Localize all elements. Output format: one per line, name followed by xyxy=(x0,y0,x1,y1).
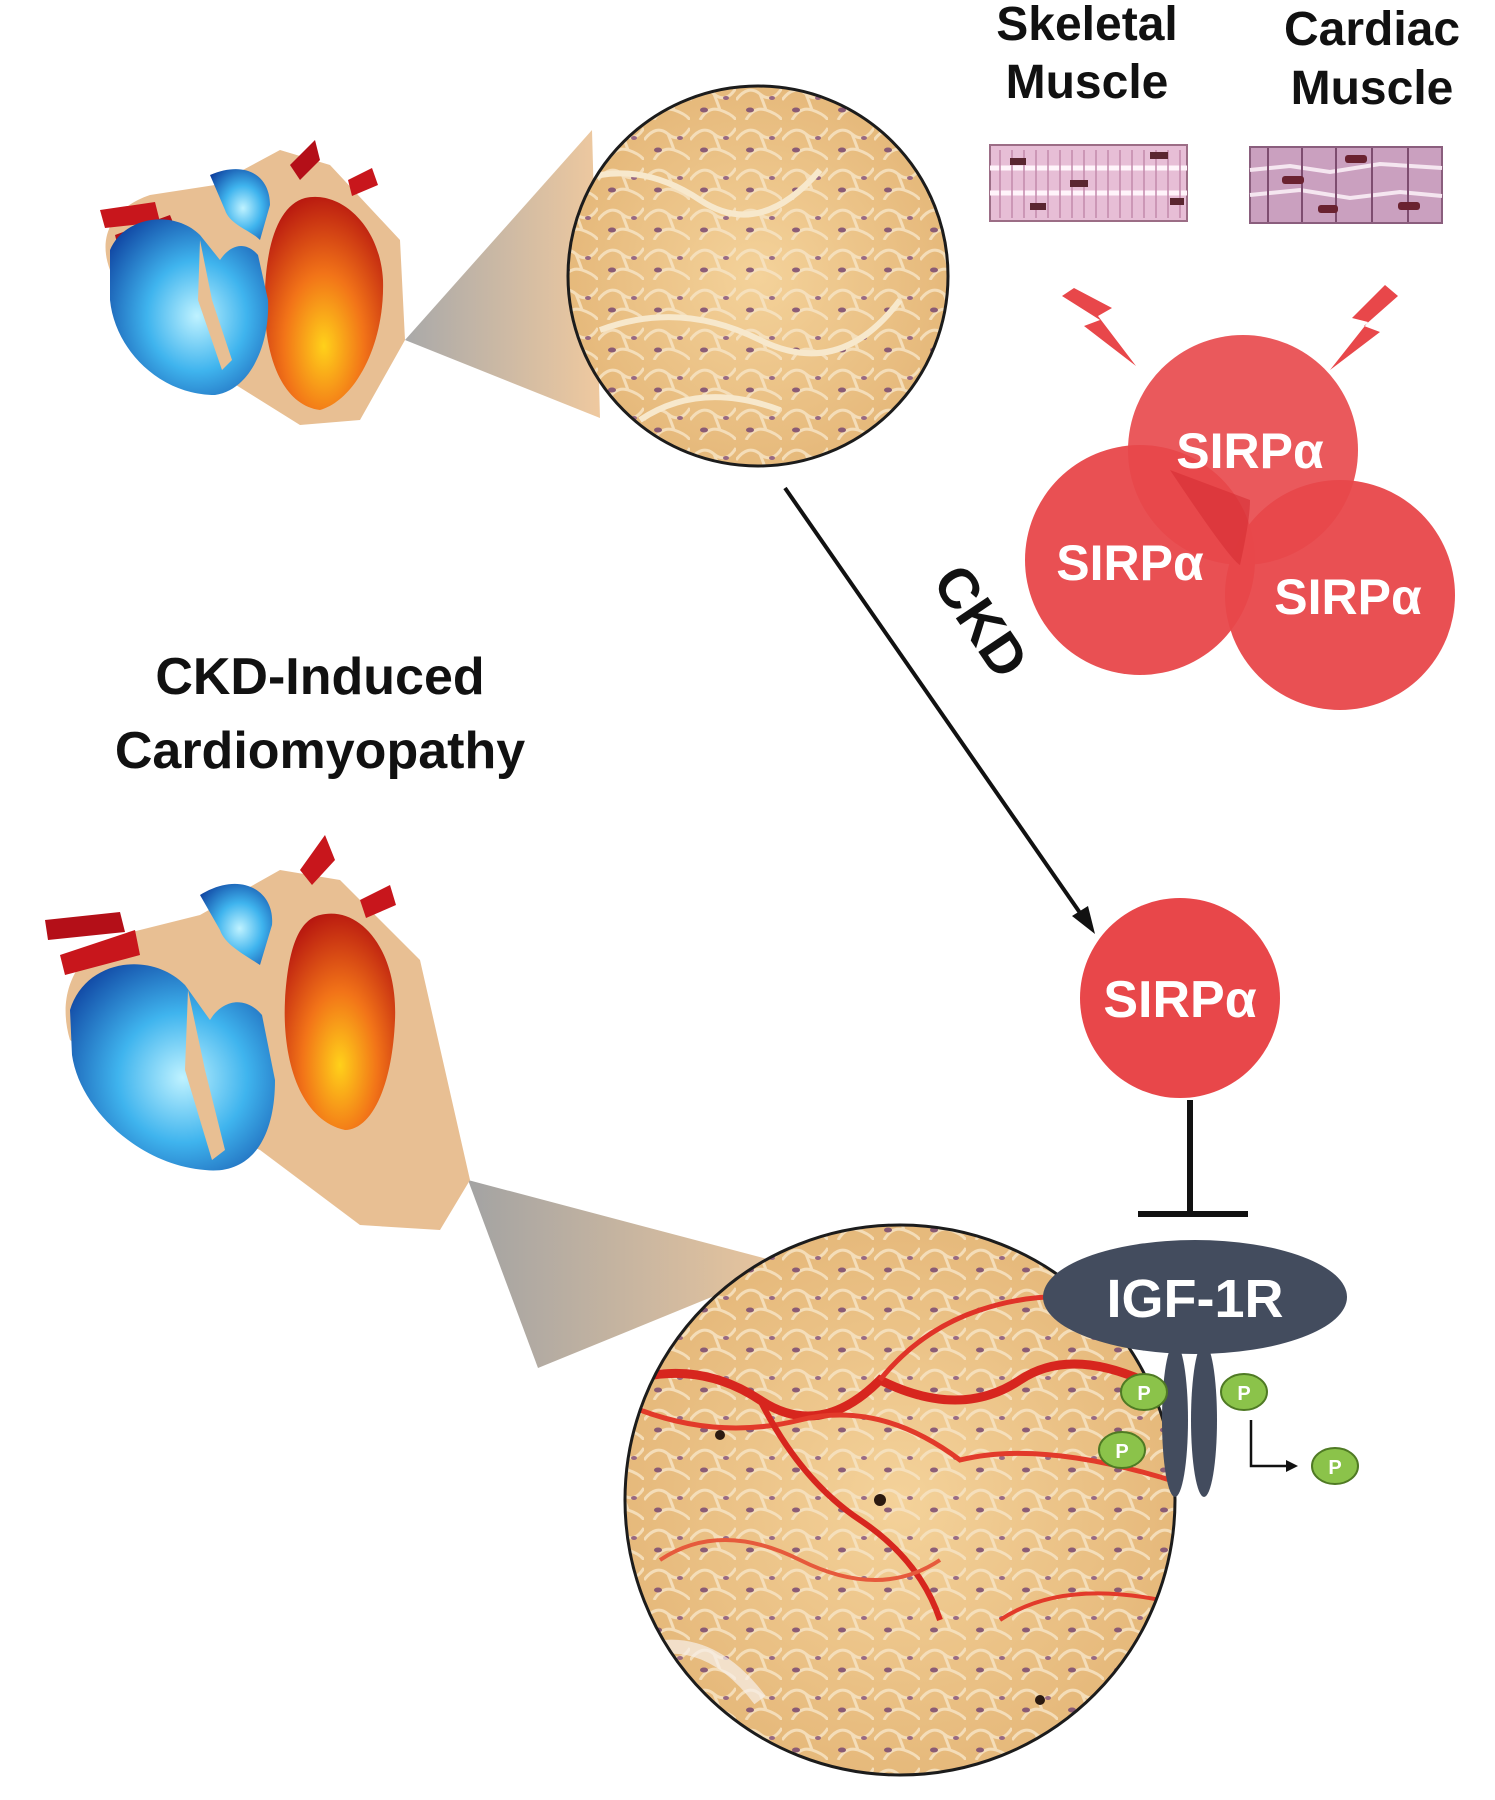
sirpa-cluster: SIRPα SIRPα SIRPα xyxy=(1025,335,1455,710)
svg-text:P: P xyxy=(1237,1383,1250,1405)
igf1r-receptor: IGF-1R xyxy=(1043,1240,1347,1497)
svg-text:SIRPα: SIRPα xyxy=(1103,971,1256,1029)
svg-text:SIRPα: SIRPα xyxy=(1274,569,1422,625)
healthy-tissue-micrograph xyxy=(566,84,950,468)
svg-text:CKD: CKD xyxy=(921,553,1041,689)
svg-text:Muscle: Muscle xyxy=(1006,56,1169,109)
inhibition-symbol xyxy=(1138,1100,1248,1217)
diagram-title: CKD-Induced Cardiomyopathy xyxy=(115,648,525,780)
svg-text:SIRPα: SIRPα xyxy=(1176,423,1324,479)
svg-text:CKD-Induced: CKD-Induced xyxy=(155,648,484,706)
zoom-cone xyxy=(468,1180,790,1368)
phosphate-icon: P xyxy=(1311,1447,1359,1485)
svg-text:P: P xyxy=(1328,1457,1341,1479)
cardiac-muscle-icon xyxy=(1249,146,1443,224)
lightning-bolt-icon xyxy=(1062,288,1136,366)
svg-text:Skeletal: Skeletal xyxy=(996,0,1177,51)
svg-text:IGF-1R: IGF-1R xyxy=(1106,1269,1283,1329)
phosphate-icon: P xyxy=(1220,1373,1268,1411)
svg-text:SIRPα: SIRPα xyxy=(1056,535,1204,591)
phosphate-icon: P xyxy=(1120,1373,1168,1411)
svg-text:P: P xyxy=(1137,1383,1150,1405)
skeletal-muscle-label: Skeletal Muscle xyxy=(996,0,1177,109)
heart-icon xyxy=(100,140,405,425)
skeletal-muscle-icon xyxy=(989,144,1188,222)
svg-text:Cardiomyopathy: Cardiomyopathy xyxy=(115,722,525,780)
lightning-bolt-icon xyxy=(1330,285,1398,370)
sirpa-single: SIRPα xyxy=(1080,898,1280,1098)
svg-text:Cardiac: Cardiac xyxy=(1284,3,1460,56)
phosphate-release-arrow xyxy=(1249,1420,1298,1472)
phosphate-icon: P xyxy=(1098,1431,1146,1469)
heart-icon xyxy=(45,835,470,1230)
svg-text:P: P xyxy=(1115,1441,1128,1463)
cardiac-muscle-label: Cardiac Muscle xyxy=(1284,3,1460,115)
zoom-cone xyxy=(405,130,600,418)
sirpa-node xyxy=(1128,335,1358,565)
svg-text:Muscle: Muscle xyxy=(1291,62,1454,115)
